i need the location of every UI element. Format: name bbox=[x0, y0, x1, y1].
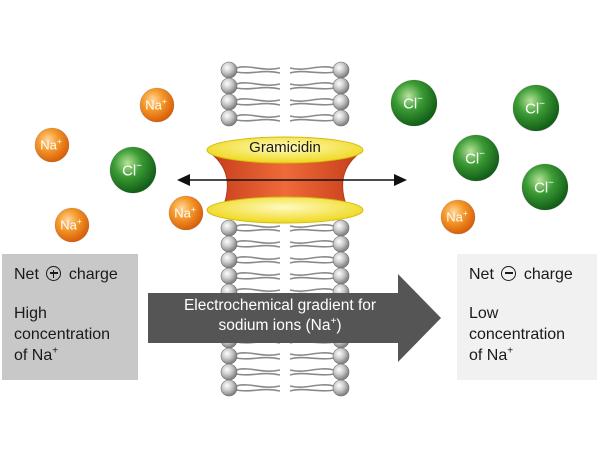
svg-text:Na+: Na+ bbox=[60, 216, 82, 233]
circled-plus-icon bbox=[46, 266, 62, 281]
lipid-head bbox=[332, 219, 350, 237]
right-concentration-line3: of Na+ bbox=[469, 345, 585, 366]
left-net-prefix: Net bbox=[14, 266, 39, 283]
lipid-head bbox=[332, 109, 350, 127]
phospholipid-pair bbox=[220, 235, 350, 253]
sodium-ion: Na+ bbox=[54, 207, 90, 243]
lipid-head bbox=[332, 379, 350, 397]
lipid-head bbox=[332, 251, 350, 269]
right-net-suffix: charge bbox=[523, 266, 573, 283]
channel-top-band bbox=[206, 136, 364, 164]
lipid-head bbox=[332, 235, 350, 253]
sodium-ion: Na+ bbox=[34, 127, 70, 163]
lipid-head bbox=[332, 93, 350, 111]
chloride-ion: Cl− bbox=[109, 146, 157, 194]
phospholipid-pair bbox=[220, 363, 350, 381]
lipid-head bbox=[220, 77, 238, 95]
right-concentration-line2: concentration bbox=[469, 326, 566, 343]
right-concentration-line3-prefix: of Na bbox=[469, 347, 508, 364]
phospholipid-pair bbox=[220, 379, 350, 397]
lipid-head bbox=[332, 347, 350, 365]
phospholipid-pair bbox=[220, 347, 350, 365]
gramicidin-channel bbox=[177, 136, 407, 224]
chloride-ion: Cl− bbox=[452, 134, 500, 182]
chloride-ion: Cl− bbox=[521, 163, 569, 211]
chloride-ion: Cl− bbox=[390, 79, 438, 127]
phospholipid-pair bbox=[220, 93, 350, 111]
svg-text:Cl−: Cl− bbox=[525, 99, 545, 118]
circled-minus-icon bbox=[501, 266, 517, 281]
chloride-ion: Cl− bbox=[512, 84, 560, 132]
sodium-ion: Na+ bbox=[139, 87, 175, 123]
gradient-arrow-line2-suffix: ) bbox=[336, 317, 342, 334]
phospholipid-pair bbox=[220, 77, 350, 95]
right-net-charge: Net charge bbox=[469, 264, 585, 285]
left-concentration-line3-sup: + bbox=[52, 345, 59, 357]
left-net-charge: Net charge bbox=[14, 264, 126, 285]
lipid-head bbox=[220, 61, 238, 79]
lipid-head bbox=[220, 267, 238, 285]
lipid-bilayer bbox=[220, 61, 350, 397]
svg-text:Na+: Na+ bbox=[446, 208, 468, 225]
lipid-head bbox=[220, 93, 238, 111]
ion-layer: Na+ Na+ Na+ Na+ Na+ Cl− Cl− Cl− Cl− Cl− bbox=[34, 79, 569, 243]
right-concentration-line1: Low bbox=[469, 305, 499, 322]
svg-text:Na+: Na+ bbox=[174, 204, 196, 221]
phospholipid-pair bbox=[220, 109, 350, 127]
gradient-arrow-icon bbox=[148, 274, 441, 362]
phospholipid-pair bbox=[220, 267, 350, 285]
gradient-arrow-line2-sup: + bbox=[330, 315, 337, 327]
lipid-head bbox=[220, 109, 238, 127]
gradient-arrow-line1: Electrochemical gradient for bbox=[183, 297, 377, 314]
svg-text:Na+: Na+ bbox=[40, 136, 62, 153]
channel-bottom-band bbox=[206, 196, 364, 224]
gradient-arrow-label: Electrochemical gradient for sodium ions… bbox=[150, 296, 410, 336]
svg-text:Cl−: Cl− bbox=[403, 94, 423, 113]
gradient-arrow-line2-prefix: sodium ions (Na bbox=[218, 317, 331, 334]
lipid-head bbox=[332, 363, 350, 381]
lipid-head bbox=[220, 347, 238, 365]
svg-text:Cl−: Cl− bbox=[465, 149, 485, 168]
lipid-head bbox=[332, 61, 350, 79]
lipid-head bbox=[220, 251, 238, 269]
lipid-head bbox=[220, 219, 238, 237]
left-concentration-line2: concentration bbox=[14, 326, 111, 343]
gradient-arrow-shape bbox=[148, 274, 441, 362]
right-concentration-line3-sup: + bbox=[507, 345, 514, 357]
svg-text:Cl−: Cl− bbox=[534, 178, 554, 197]
sodium-ion: Na+ bbox=[440, 199, 476, 235]
left-concentration-line1: High bbox=[14, 305, 47, 322]
left-net-suffix: charge bbox=[68, 266, 118, 283]
sodium-ion: Na+ bbox=[168, 195, 204, 231]
left-side-info-box: Net charge High concentration of Na+ bbox=[2, 254, 138, 380]
lipid-head bbox=[332, 77, 350, 95]
lipid-head bbox=[332, 267, 350, 285]
left-concentration-line3: of Na+ bbox=[14, 345, 126, 366]
right-side-info-box: Net charge Low concentration of Na+ bbox=[457, 254, 597, 380]
svg-text:Cl−: Cl− bbox=[122, 161, 142, 180]
svg-text:Na+: Na+ bbox=[145, 96, 167, 113]
double-arrow-icon bbox=[177, 174, 407, 186]
left-concentration-line3-prefix: of Na bbox=[14, 347, 53, 364]
gramicidin-label: Gramicidin bbox=[249, 139, 321, 156]
right-net-prefix: Net bbox=[469, 266, 494, 283]
phospholipid-pair bbox=[220, 251, 350, 269]
lipid-head bbox=[220, 235, 238, 253]
phospholipid-pair bbox=[220, 219, 350, 237]
lipid-head bbox=[220, 363, 238, 381]
lipid-head bbox=[220, 379, 238, 397]
phospholipid-pair bbox=[220, 61, 350, 79]
